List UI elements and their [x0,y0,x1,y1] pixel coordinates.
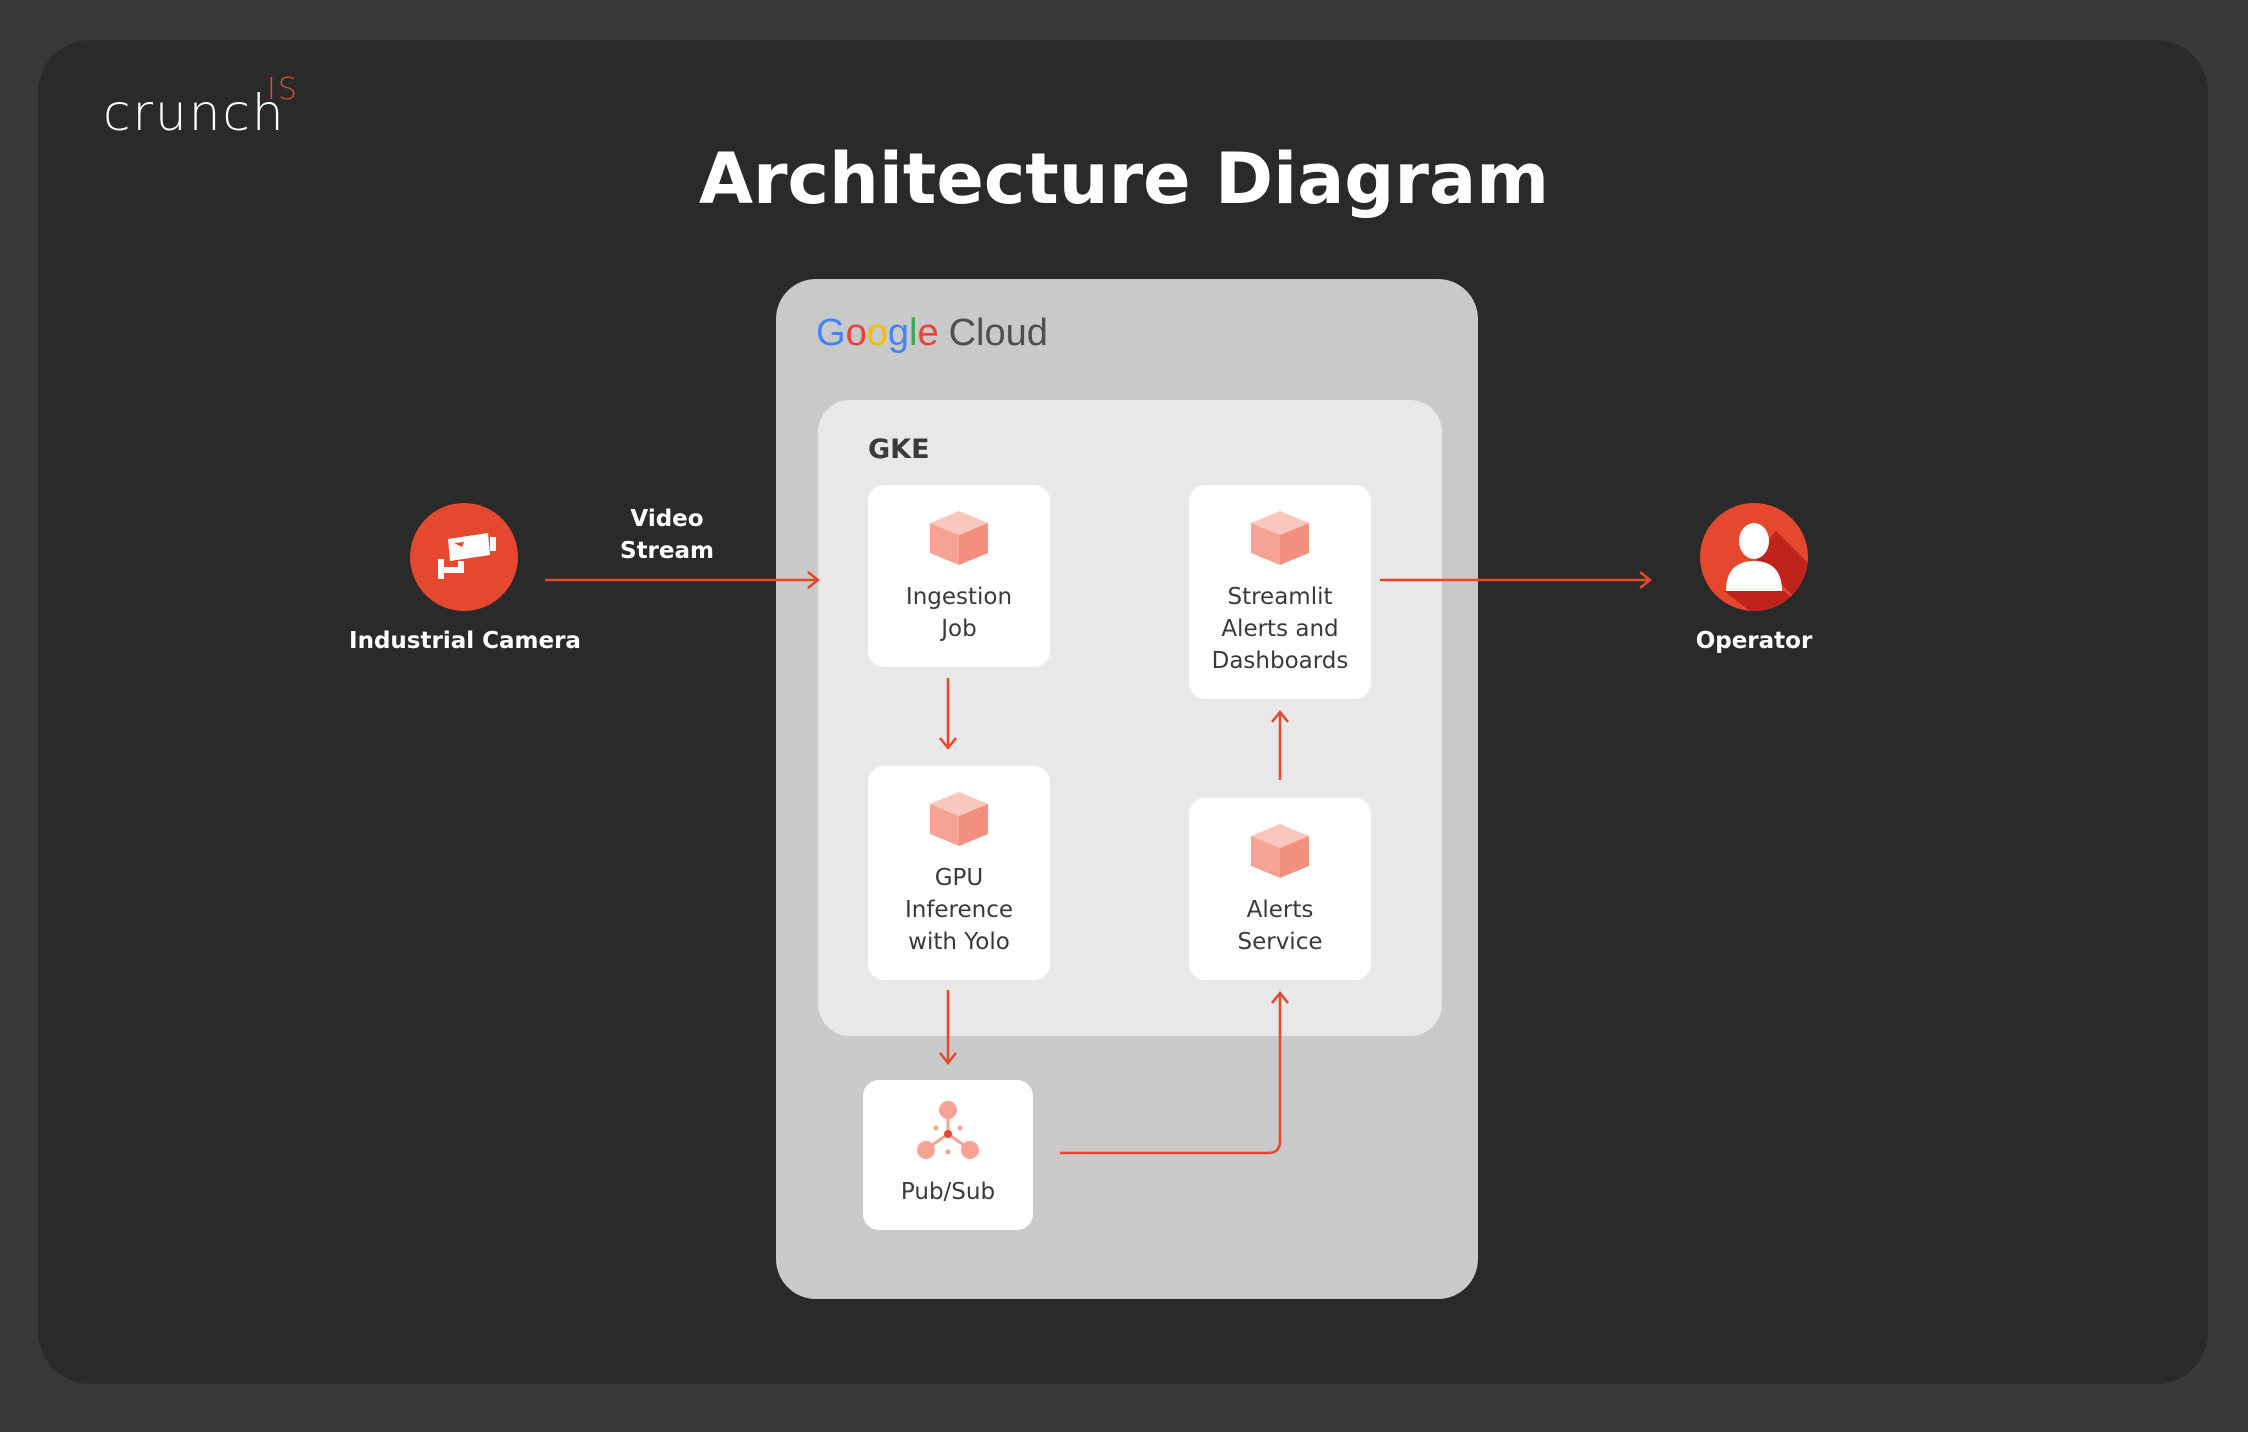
alerts-service-node: Alerts Service [1189,798,1371,980]
cloud-word: Cloud [948,312,1048,354]
person-icon [1724,523,1808,611]
node-label-line: GPU [934,865,984,891]
pubsub-icon [917,1101,979,1159]
node-label-line: Job [941,616,977,642]
node-label-line: Service [1237,929,1323,955]
operator-label: Operator [1695,628,1813,654]
kubernetes-pod-icon [930,792,988,846]
ingestion-job-node: Ingestion Job [868,485,1050,667]
node-label-line: Streamlit [1227,584,1333,610]
gke-label: GKE [868,434,930,465]
node-label-line: Alerts [1246,897,1314,923]
google-letter: l [908,312,918,354]
streamlit-dashboards-node: Streamlit Alerts and Dashboards [1189,485,1371,699]
edge-label-line: Stream [620,538,714,564]
node-label-line: Pub/Sub [900,1179,996,1205]
google-letter: o [866,312,888,354]
google-letter: o [845,312,867,354]
gpu-inference-node: GPU Inference with Yolo [868,766,1050,980]
node-label-line: Alerts and [1221,616,1339,642]
kubernetes-pod-icon [1251,824,1309,878]
kubernetes-pod-icon [1251,511,1309,565]
logo-word: crunch [103,84,286,142]
google-wordmark: Google [816,312,939,354]
operator-node [1700,503,1808,611]
industrial-camera-node [410,503,518,611]
page-title: Architecture Diagram [698,138,1550,220]
video-stream-label: Video Stream [600,503,734,567]
node-label-line: Dashboards [1211,648,1349,674]
logo-superscript: IS [267,72,299,107]
camera-label: Industrial Camera [349,628,581,654]
cctv-camera-icon [438,533,496,579]
node-label-line: Inference [904,897,1014,923]
node-label-line: Ingestion [905,584,1013,610]
pubsub-node: Pub/Sub [863,1080,1033,1230]
kubernetes-pod-icon [930,511,988,565]
google-letter: e [917,312,939,354]
google-letter: G [816,312,846,354]
edge-label-line: Video [630,506,704,532]
google-letter: g [887,312,909,354]
node-label-line: with Yolo [908,929,1010,955]
